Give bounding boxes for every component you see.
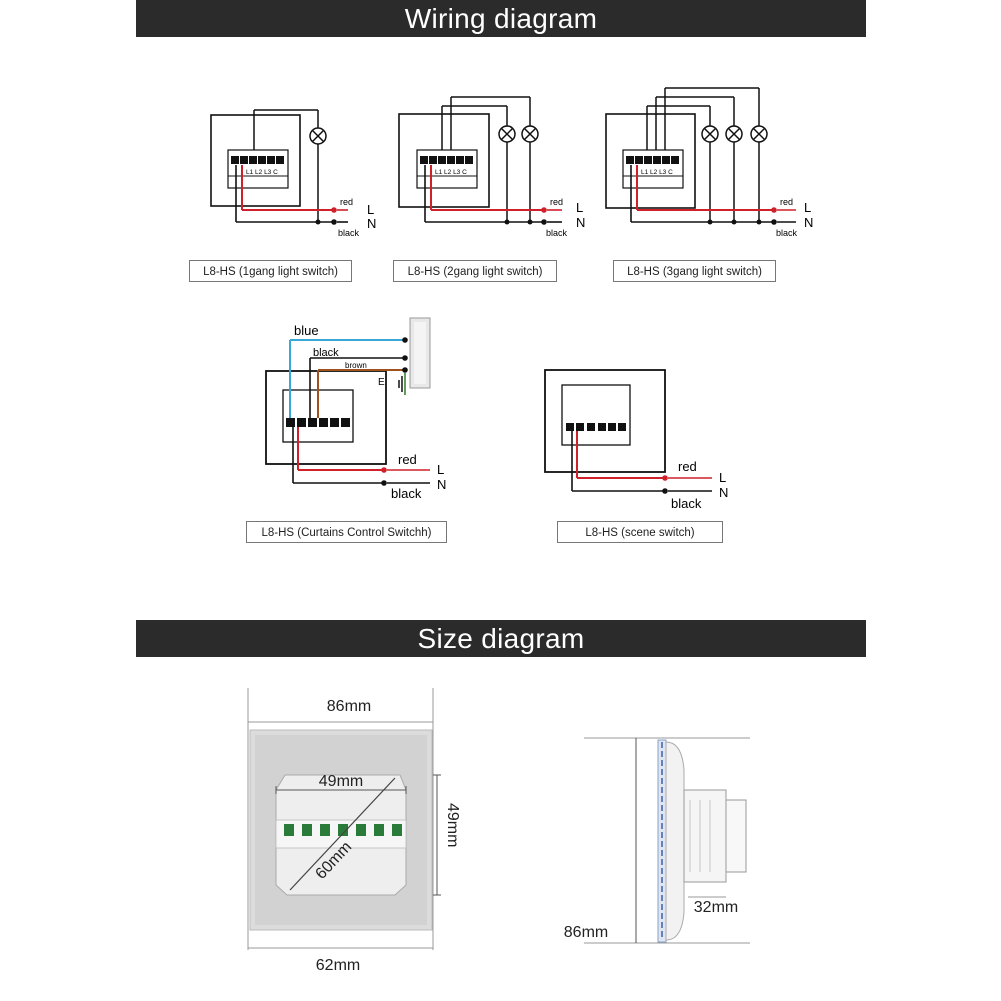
label-N: N (576, 215, 585, 230)
label-L: L (437, 462, 444, 477)
label-N: N (437, 477, 446, 492)
label-N: N (719, 485, 728, 500)
dim-inner-height: 49mm (444, 803, 461, 847)
dim-inner-width: 49mm (319, 773, 363, 790)
label-red: red (398, 452, 417, 467)
wiring-diagram-banner: Wiring diagram (136, 0, 866, 37)
terminal-labels: L1 L2 L3 C (641, 169, 673, 176)
wiring-2gang: red black L N (398, 96, 585, 238)
caption-1gang: L8-HS (1gang light switch) (189, 260, 352, 282)
wiring-scene: red black L N (544, 369, 728, 511)
label-black: black (671, 496, 702, 511)
label-N: N (804, 215, 813, 230)
label-L: L (719, 470, 726, 485)
dim-depth: 32mm (694, 899, 738, 916)
label-black: black (776, 228, 798, 238)
label-black: black (546, 228, 568, 238)
label-blue: blue (294, 323, 319, 338)
label-L: L (576, 200, 583, 215)
label-red: red (550, 197, 563, 207)
label-E: E (378, 377, 385, 388)
dim-height-side: 86mm (564, 924, 608, 941)
terminal-labels: L1 L2 L3 C (435, 169, 467, 176)
size-side-view: 32mm 86mm (564, 737, 750, 944)
label-N: N (367, 216, 376, 231)
wiring-1gang: red black L N (210, 109, 376, 238)
dim-width-bottom: 62mm (316, 957, 360, 974)
label-L: L (804, 200, 811, 215)
label-red: red (340, 197, 353, 207)
label-black: black (338, 228, 360, 238)
terminal-labels: L1 L2 L3 C (246, 169, 278, 176)
caption-curtains: L8-HS (Curtains Control Switchh) (246, 521, 447, 543)
label-red: red (678, 459, 697, 474)
caption-2gang: L8-HS (2gang light switch) (393, 260, 557, 282)
size-front-view: 86mm 49mm 49mm 60mm 62mm (247, 688, 461, 974)
label-L: L (367, 202, 374, 217)
caption-3gang: L8-HS (3gang light switch) (613, 260, 776, 282)
size-diagram-banner: Size diagram (136, 620, 866, 657)
caption-scene: L8-HS (scene switch) (557, 521, 723, 543)
wiring-curtains: blue black brown E red black L N (265, 317, 446, 501)
wiring-3gang: red black L N (605, 87, 813, 238)
label-black: black (313, 347, 339, 359)
dim-width-top: 86mm (327, 698, 371, 715)
label-brown: brown (345, 361, 367, 370)
label-red: red (780, 197, 793, 207)
label-black: black (391, 486, 422, 501)
